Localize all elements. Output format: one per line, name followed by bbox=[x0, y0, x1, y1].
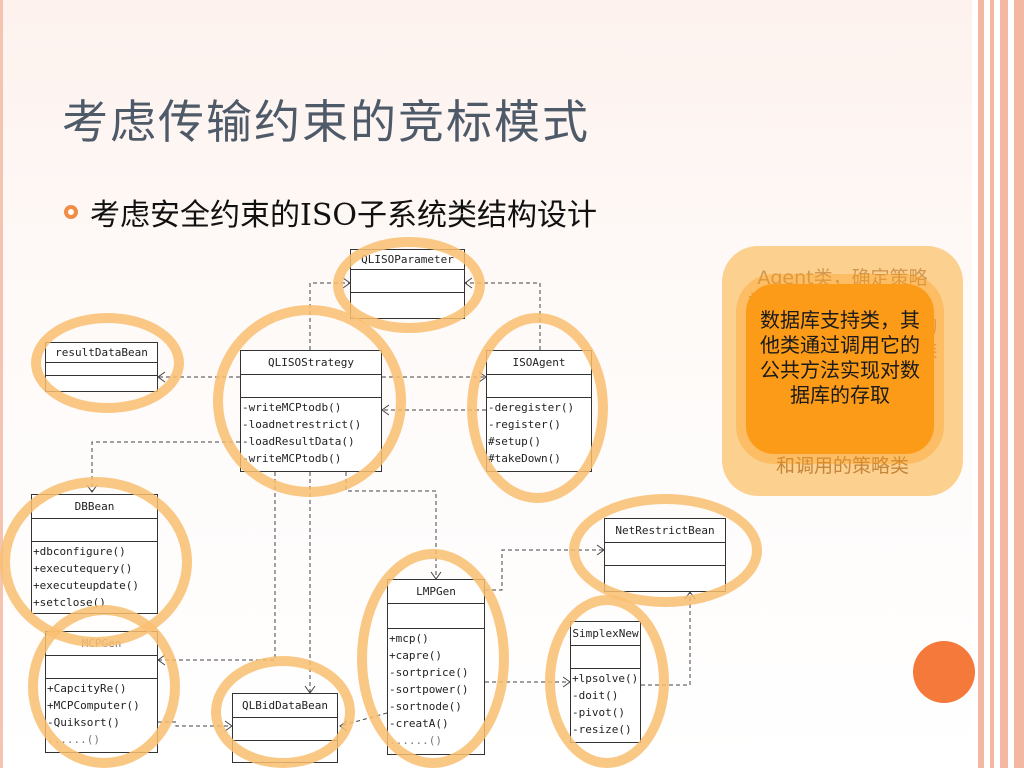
connector-simplex-netrestrict bbox=[641, 592, 691, 686]
callout-front: 数据库支持类，其他类通过调用它的公共方法实现对数据库的存取 bbox=[746, 284, 934, 454]
class-mcpgen: MCPGen +CapcityRe() +MCPComputer() -Quik… bbox=[45, 631, 158, 753]
class-lmpgen: LMPGen +mcp() +capre() -sortprice() -sor… bbox=[387, 579, 485, 755]
class-operations: -deregister() -register() #setup() #take… bbox=[487, 398, 591, 467]
operation: +dbconfigure() bbox=[33, 545, 126, 558]
connector-lmpgen-qlbid bbox=[339, 712, 388, 727]
class-name: QLBidDataBean bbox=[233, 694, 337, 718]
slide-left-border bbox=[0, 0, 3, 768]
class-name: ISOAgent bbox=[487, 351, 591, 375]
operation: ......() bbox=[389, 734, 442, 747]
operation: ......() bbox=[47, 733, 100, 746]
class-attributes bbox=[388, 604, 484, 629]
class-operations: +CapcityRe() +MCPComputer() -Quiksort() … bbox=[46, 679, 157, 748]
class-resultdatabean: resultDataBean bbox=[45, 342, 158, 392]
class-name: LMPGen bbox=[388, 580, 484, 604]
bullet-ring-icon bbox=[64, 205, 78, 219]
class-qlbiddatabean: QLBidDataBean bbox=[232, 693, 338, 763]
operation: +capre() bbox=[389, 649, 442, 662]
operation: -Quiksort() bbox=[47, 716, 120, 729]
class-isoagent: ISOAgent -deregister() -register() #setu… bbox=[486, 350, 592, 472]
class-qlisoparameter: QLISOParameter bbox=[350, 249, 465, 319]
connector-mcpgen-qlbid bbox=[158, 721, 232, 727]
operation: -writeMCPtodb() bbox=[242, 452, 342, 465]
class-operations: +lpsolve() -doit() -pivot() -resize() bbox=[571, 669, 640, 738]
class-qlisostrategy: QLISOStrategy -writeMCPtodb() -loadnetre… bbox=[240, 350, 382, 472]
operation: -sortpower() bbox=[389, 683, 469, 696]
class-operations: +mcp() +capre() -sortprice() -sortpower(… bbox=[388, 629, 484, 749]
operation: -writeMCPtodb() bbox=[242, 401, 342, 414]
operation: -register() bbox=[488, 418, 561, 431]
connector-strategy-dbbean bbox=[91, 441, 240, 492]
operation: -doit() bbox=[572, 689, 619, 702]
operation: +mcp() bbox=[389, 632, 429, 645]
operation: #takeDown() bbox=[488, 452, 561, 465]
class-simplexnew: SimplexNew +lpsolve() -doit() -pivot() -… bbox=[570, 621, 641, 743]
class-attributes bbox=[46, 656, 157, 679]
class-name: DBBean bbox=[32, 495, 157, 519]
class-name: resultDataBean bbox=[46, 343, 157, 363]
class-attributes bbox=[233, 718, 337, 741]
connector-strategy-lmpgen bbox=[345, 472, 437, 579]
class-attributes bbox=[241, 375, 381, 398]
operation: #setup() bbox=[488, 435, 541, 448]
class-attributes bbox=[32, 519, 157, 542]
operation: -loadResultData() bbox=[242, 435, 355, 448]
callout-back-tail: 和调用的策略类 bbox=[775, 455, 909, 477]
operation: -sortnode() bbox=[389, 700, 462, 713]
operation: -creatA() bbox=[389, 717, 449, 730]
operation: -resize() bbox=[572, 723, 632, 736]
operation: +lpsolve() bbox=[572, 672, 639, 685]
operation: -loadnetrestrict() bbox=[242, 418, 362, 431]
class-operations: -writeMCPtodb() -loadnetrestrict() -load… bbox=[241, 398, 381, 467]
class-name: QLISOParameter bbox=[351, 250, 464, 270]
connector-lmpgen-netrestrict bbox=[485, 549, 604, 591]
class-attributes bbox=[571, 646, 640, 669]
class-attributes bbox=[605, 543, 725, 566]
class-name: SimplexNew bbox=[571, 622, 640, 646]
class-dbbean: DBBean +dbconfigure() +executequery() +e… bbox=[31, 494, 158, 614]
operation: +executequery() bbox=[33, 562, 133, 575]
operation: +executeupdate() bbox=[33, 579, 139, 592]
bullet-text: 考虑安全约束的ISO子系统类结构设计 bbox=[90, 198, 597, 233]
operation: -sortprice() bbox=[389, 666, 469, 679]
class-attributes bbox=[487, 375, 591, 398]
connector-strategy-parameter bbox=[309, 282, 350, 350]
class-name: QLISOStrategy bbox=[241, 351, 381, 375]
class-attributes bbox=[46, 363, 157, 376]
class-attributes bbox=[351, 270, 464, 293]
bullet-item: 考虑安全约束的ISO子系统类结构设计 bbox=[64, 190, 597, 234]
operation: -deregister() bbox=[488, 401, 575, 414]
decorative-border-stripes bbox=[972, 0, 1024, 768]
operation: +setclose() bbox=[33, 596, 106, 609]
class-netrestrictbean: NetRestrictBean bbox=[604, 518, 726, 592]
connector-strategy-mcpgen bbox=[158, 472, 276, 661]
class-name: MCPGen bbox=[46, 632, 157, 656]
connector-agent-parameter bbox=[465, 282, 541, 350]
operation: +CapcityRe() bbox=[47, 682, 127, 695]
decorative-orange-circle bbox=[913, 641, 975, 703]
class-operations: +dbconfigure() +executequery() +executeu… bbox=[32, 542, 157, 611]
callout-front-text: 数据库支持类，其他类通过调用它的公共方法实现对数据库的存取 bbox=[760, 308, 920, 407]
operation: +MCPComputer() bbox=[47, 699, 140, 712]
operation: -pivot() bbox=[572, 706, 625, 719]
class-name: NetRestrictBean bbox=[605, 519, 725, 543]
slide-title: 考虑传输约束的竞标模式 bbox=[62, 95, 590, 149]
